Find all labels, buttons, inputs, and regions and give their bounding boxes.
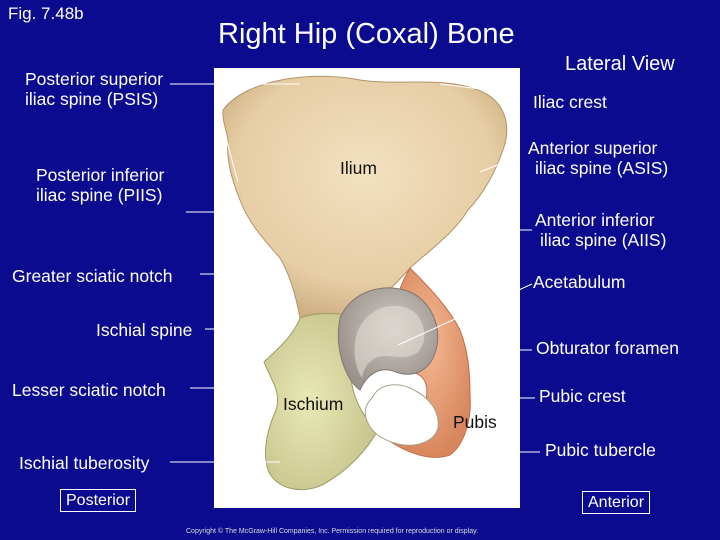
label-piis-line2: iliac spine (PIIS) [36, 185, 163, 206]
leader-lines [170, 83, 540, 463]
label-pubic-crest: Pubic crest [539, 386, 626, 406]
view-label: Lateral View [565, 53, 675, 75]
figure-number: Fig. 7.48b [8, 4, 84, 23]
label-obturator-foramen: Obturator foramen [536, 338, 679, 358]
obturator-foramen-opening [364, 384, 439, 446]
label-pubic-tubercle: Pubic tubercle [545, 440, 656, 460]
label-acetabulum: Acetabulum [533, 272, 626, 292]
label-ischial-tuberosity: Ischial tuberosity [19, 453, 150, 473]
label-lesser-sciatic-notch: Lesser sciatic notch [12, 380, 166, 400]
label-aiis-line1: Anterior inferior [535, 210, 655, 230]
ilium-region [222, 75, 508, 319]
label-greater-sciatic-notch: Greater sciatic notch [12, 266, 173, 286]
label-ilium: Ilium [340, 158, 377, 178]
posterior-box: Posterior [60, 489, 137, 513]
label-piis: Posterior inferior iliac spine (PIIS) [36, 165, 164, 205]
acetabulum-lunate-surface [354, 305, 425, 378]
slide-title: Right Hip (Coxal) Bone [218, 18, 515, 50]
label-aiis: Anterior inferior iliac spine (AIIS) [535, 210, 666, 250]
label-asis-line2: iliac spine (ASIS) [535, 158, 669, 179]
label-asis-line1: Anterior superior [528, 138, 658, 158]
anterior-box: Anterior [582, 491, 651, 515]
label-ischium: Ischium [283, 394, 344, 414]
label-asis: Anterior superior iliac spine (ASIS) [528, 138, 668, 178]
label-psis-line1: Posterior superior [25, 69, 164, 89]
label-psis-line2: iliac spine (PSIS) [25, 89, 159, 110]
label-ischial-spine: Ischial spine [96, 320, 193, 340]
label-iliac-crest: Iliac crest [533, 92, 607, 112]
label-psis: Posterior superior iliac spine (PSIS) [25, 69, 163, 109]
label-aiis-line2: iliac spine (AIIS) [540, 230, 667, 251]
label-pubis: Pubis [453, 412, 497, 432]
label-piis-line1: Posterior inferior [36, 165, 165, 185]
copyright-notice: Copyright © The McGraw-Hill Companies, I… [186, 528, 479, 535]
